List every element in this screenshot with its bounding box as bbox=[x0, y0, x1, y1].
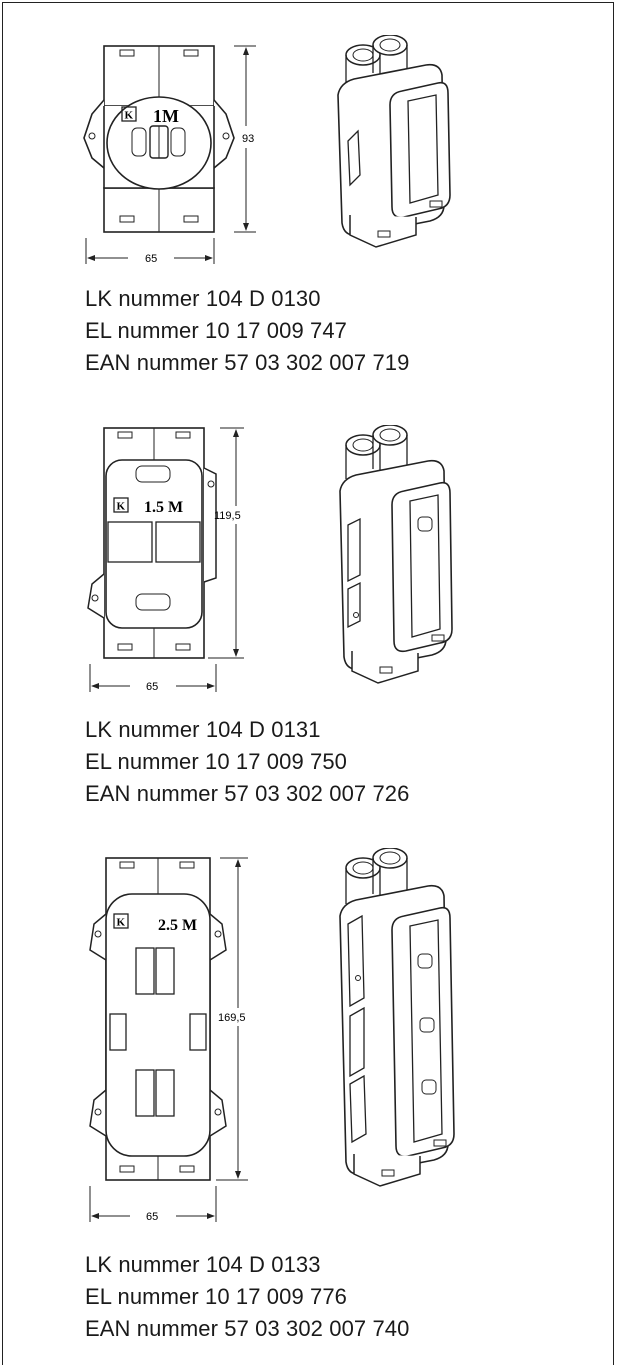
ean-number-2: EAN nummer 57 03 302 007 726 bbox=[85, 781, 410, 806]
lk-number-1: LK nummer 104 D 0130 bbox=[85, 286, 321, 311]
isometric-view-drawing-2 bbox=[339, 425, 453, 684]
dimension-width-2: 65 bbox=[146, 681, 158, 693]
dimension-height-3: 169,5 bbox=[218, 1012, 246, 1024]
dimension-width-3: 65 bbox=[146, 1211, 158, 1223]
module-label-2: 1.5 M bbox=[144, 499, 183, 516]
ean-number-1: EAN nummer 57 03 302 007 719 bbox=[85, 350, 410, 375]
isometric-view-drawing-3 bbox=[339, 847, 455, 1187]
isometric-view-drawing-1 bbox=[337, 35, 451, 248]
el-number-2: EL nummer 10 17 009 750 bbox=[85, 749, 347, 774]
dimension-width-1: 65 bbox=[145, 253, 157, 265]
product-info-2: LK nummer 104 D 0131 EL nummer 10 17 009… bbox=[85, 714, 409, 810]
el-number-3: EL nummer 10 17 009 776 bbox=[85, 1284, 347, 1309]
module-label-1: 1M bbox=[153, 106, 179, 126]
logo-mark-2: K bbox=[117, 501, 126, 513]
dimension-height-2: 119,5 bbox=[214, 510, 241, 522]
lk-number-2: LK nummer 104 D 0131 bbox=[85, 717, 321, 742]
product-info-3: LK nummer 104 D 0133 EL nummer 10 17 009… bbox=[85, 1249, 409, 1345]
logo-mark-3: K bbox=[117, 917, 126, 929]
front-view-drawing-3: K 2.5 M 169,5 65 bbox=[89, 857, 248, 1223]
logo-mark-1: K bbox=[125, 110, 134, 122]
module-label-3: 2.5 M bbox=[158, 917, 197, 934]
dimension-height-1: 93 bbox=[242, 133, 254, 145]
el-number-1: EL nummer 10 17 009 747 bbox=[85, 318, 347, 343]
ean-number-3: EAN nummer 57 03 302 007 740 bbox=[85, 1316, 410, 1341]
isometric-view-3-wrap bbox=[330, 847, 480, 1198]
front-view-drawing-2: K 1.5 M 119,5 65 bbox=[87, 427, 244, 693]
product-info-1: LK nummer 104 D 0130 EL nummer 10 17 009… bbox=[85, 283, 409, 379]
front-view-drawing-1: K 1M 93 65 bbox=[83, 45, 256, 265]
lk-number-3: LK nummer 104 D 0133 bbox=[85, 1252, 321, 1277]
